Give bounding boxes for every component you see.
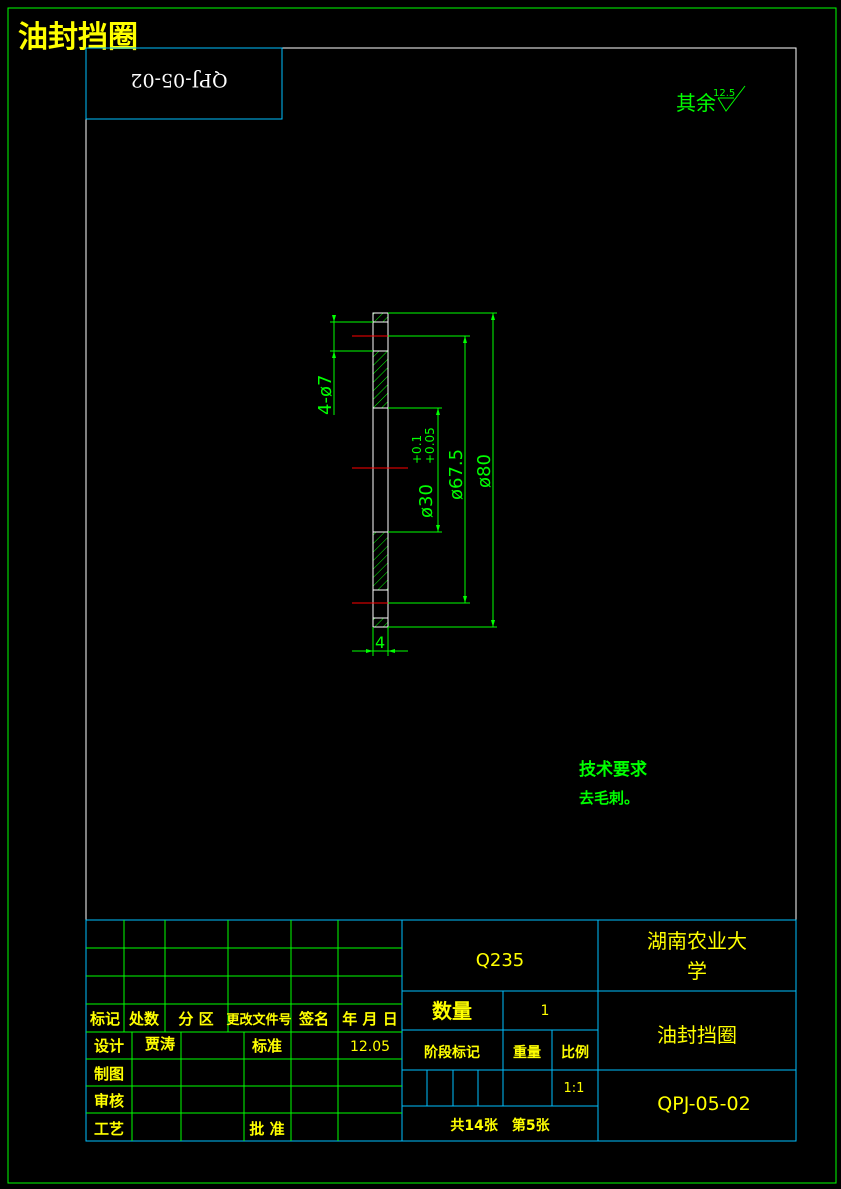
draw-label: 制图 [94,1065,124,1083]
design-date: 12.05 [350,1039,390,1055]
dimension-arrows [332,313,495,653]
part-section [352,312,408,628]
roughness-prefix: 其余 [676,91,716,115]
dim-outer: ø80 [474,454,495,488]
quantity-label: 数量 [432,999,472,1023]
dim-thickness: 4 [375,633,385,652]
scale-value: 1:1 [564,1081,585,1096]
dim-bore-tol-lower: +0.05 [423,427,437,464]
scale-label: 比例 [561,1044,589,1061]
header-signature: 签名 [298,1010,329,1028]
stage-label: 阶段标记 [424,1044,480,1061]
hatch-region [372,312,389,323]
process-label: 工艺 [94,1120,124,1138]
dim-bore-tol-upper: +0.1 [410,435,424,464]
part-number: QPJ-05-02 [657,1093,750,1115]
standard-label: 标准 [251,1037,282,1055]
designer-name: 贾涛 [145,1035,175,1053]
hatch-region [372,617,389,628]
material: Q235 [476,950,525,971]
approve-label: 批 准 [249,1120,284,1138]
dim-pitch: ø67.5 [446,449,467,500]
header-count: 处数 [128,1010,160,1028]
hatch-region [372,531,389,591]
design-label: 设计 [94,1037,124,1055]
roughness-check-icon [717,85,746,112]
title-block: Q235 湖南农业大 学 油封挡圈 QPJ-05-02 数量 1 阶段标记 重量… [85,919,797,1142]
quantity-value: 1 [541,1003,550,1019]
check-label: 审核 [94,1092,124,1110]
dimension-lines [330,312,497,656]
roughness-value: 12.5 [713,88,735,99]
school-line-1: 湖南农业大 [647,929,747,953]
header-change-doc: 更改文件号 [226,1012,291,1028]
hatch-region [372,350,389,409]
roughness-symbol: 其余 12.5 [676,85,746,115]
sheet-count: 共14张 第5张 [450,1117,550,1134]
weight-label: 重量 [513,1044,541,1061]
dim-holes: 4-ø7 [315,375,336,415]
part-name: 油封挡圈 [657,1023,737,1047]
dim-bore: ø30 [416,484,437,518]
outer-border [7,7,837,1184]
header-mark: 标记 [89,1010,120,1028]
drawing-title: 油封挡圈 [18,20,138,55]
header-zone: 分 区 [178,1010,213,1028]
drawing-number-rotated: QPJ-05-02 [130,69,227,91]
school-line-2: 学 [687,959,707,983]
drawing-number-box [85,47,283,120]
notes-heading: 技术要求 [579,759,647,780]
header-date: 年 月 日 [342,1010,397,1028]
notes-item: 去毛刺。 [579,789,639,807]
